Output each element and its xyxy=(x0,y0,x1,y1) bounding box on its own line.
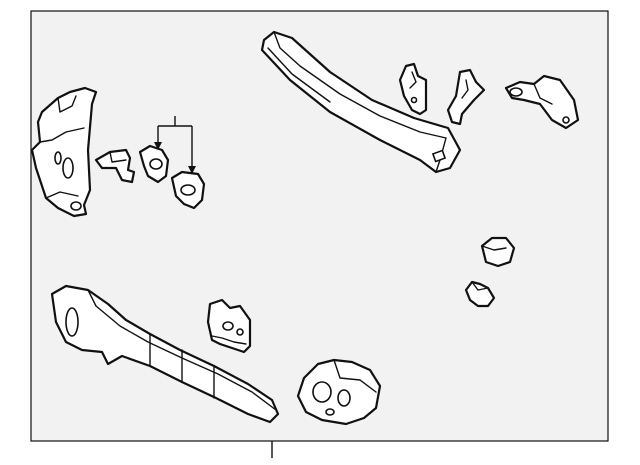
callout-leader xyxy=(154,116,196,174)
grommet-a xyxy=(480,236,516,268)
clip-c xyxy=(170,170,206,210)
upper-rail xyxy=(260,30,462,174)
lower-mount xyxy=(296,358,382,426)
mount-bracket-a xyxy=(398,62,428,116)
clip-b xyxy=(138,144,170,184)
clip-a xyxy=(94,148,136,184)
lower-plate xyxy=(206,298,252,354)
lower-rail xyxy=(50,284,280,424)
mount-bracket-b xyxy=(446,68,486,126)
mount-bracket-c xyxy=(504,74,580,130)
left-bracket xyxy=(30,86,98,218)
grommet-b xyxy=(464,280,496,308)
